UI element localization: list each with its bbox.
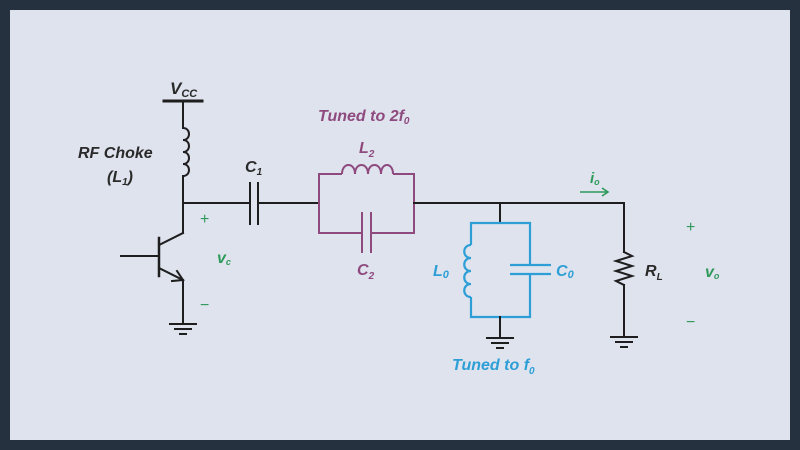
fundamental-tank [463,221,551,319]
rl-label: RL [645,263,663,283]
c1-label: C1 [245,159,263,178]
rf-choke-inductor [181,100,190,234]
trap-tuning-label: Tuned to 2f0 [318,108,410,127]
second-harmonic-trap [318,164,415,253]
emitter-lead [157,266,185,282]
l0-label: L0 [433,263,450,281]
vo-plus-sign: + [686,219,695,236]
bjt-transistor [120,231,185,324]
inductor-l2-coil [341,164,394,175]
load-resistor [612,202,636,337]
capacitor-c1 [249,182,259,225]
vc-minus-sign: − [200,297,209,314]
c2-label: C2 [357,262,375,282]
c0-label: C0 [556,263,575,281]
vc-label: vc [217,250,231,267]
inductor-l0-coil [463,243,472,299]
tank-tuning-label: Tuned to f0 [452,357,535,377]
vo-label: vo [705,264,720,281]
inductor-l1-coil [181,126,190,178]
resistor-zigzag [612,250,636,287]
rf-choke-label: RF Choke [78,145,153,162]
rf-choke-l1-label: (L1) [107,169,133,188]
vcc-supply: VCC [162,79,204,103]
l2-label: L2 [359,140,375,160]
io-label: io [590,170,600,187]
ground-icon [486,337,514,349]
ground-icon [169,323,197,335]
vc-plus-sign: + [200,211,209,228]
vcc-label: VCC [170,79,198,100]
current-arrow-icon [580,187,610,197]
collector-lead [157,231,185,247]
ground-icon [610,336,638,348]
vo-minus-sign: − [686,314,695,331]
diagram-panel [10,10,790,440]
